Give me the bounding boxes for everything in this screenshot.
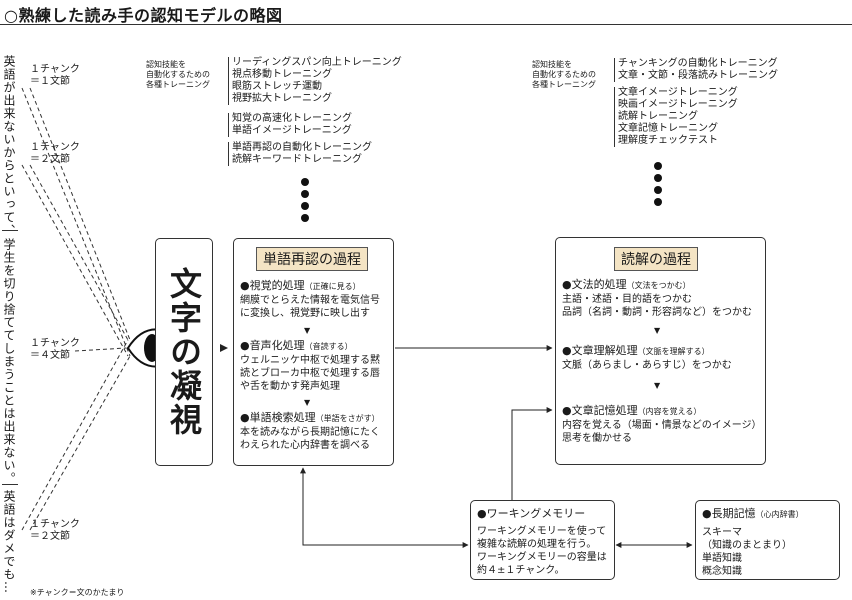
- footnote: ※チャンク＝文のかたまり: [30, 588, 125, 597]
- word-section-visual: ●視覚的処理（正確に見る） 網膜でとらえた情報を電気信号 に変換し、視覚野に映し…: [240, 279, 380, 319]
- down-triangle-icon: ▼: [304, 398, 311, 407]
- text-gaze-label: 文字の凝視: [165, 267, 203, 437]
- dash-line-6: [29, 355, 131, 531]
- reading-comprehension-box: 読解の過程 ●文法的処理（文法をつかむ） 主語・述語・目的語をつかむ 品詞（名詞…: [555, 237, 766, 465]
- chunk-note-4: １チャンク ＝２文節: [30, 519, 80, 542]
- read-section-memory: ●文章記憶処理（内容を覚える） 内容を覚える（場面・情景などのイメージ） 思考を…: [562, 404, 762, 444]
- dash-line-2: [21, 87, 131, 357]
- title-divider: [0, 24, 852, 25]
- dash-line-1: [29, 87, 131, 341]
- left-training-group-3: 単語再認の自動化トレーニング 読解キーワードトレーニング: [228, 142, 372, 166]
- down-triangle-icon: ▼: [654, 326, 661, 335]
- left-training-group-2: 知覚の高速化トレーニング 単語イメージトレーニング: [228, 113, 352, 137]
- down-triangle-icon: ▼: [304, 326, 311, 335]
- arrow-word-wm: [300, 467, 469, 548]
- working-memory-box: ●ワーキングメモリー ワーキングメモリーを使って 複雑な読解の処理を行う。 ワー…: [470, 500, 615, 580]
- down-triangle-icon: ▼: [654, 381, 661, 390]
- vertical-divider-1: [2, 230, 18, 231]
- read-section-understanding: ●文章理解処理（文脈を理解する） 文脈（あらまし・あらすじ）をつかむ: [562, 344, 732, 371]
- arrow-head-to-word-box: [220, 344, 228, 352]
- chunk-note-2: １チャンク ＝２文節: [30, 142, 80, 165]
- chunk-note-3: １チャンク ＝４文節: [30, 338, 80, 361]
- dash-line-7: [21, 339, 129, 531]
- vertical-note-2: 学生を切り捨ててしまうことは出来ない。: [2, 238, 16, 485]
- read-box-header: 読解の過程: [614, 247, 698, 271]
- vertical-note-1: 英語が出来ないからといって、: [2, 55, 16, 237]
- right-training-group-2: 文章イメージトレーニング 映画イメージトレーニング 読解トレーニング 文章記憶ト…: [614, 87, 738, 147]
- dash-line-5: [74, 347, 127, 352]
- working-memory-title: ●ワーキングメモリー: [477, 507, 586, 520]
- word-box-header: 単語再認の過程: [256, 247, 368, 271]
- word-section-vocal: ●音声化処理（音読する） ウェルニッケ中枢で処理する黙 読とブローカ中枢で処理す…: [240, 339, 380, 392]
- dash-line-3: [29, 164, 129, 341]
- left-training-group-1: リーディングスパン向上トレーニング 視点移動トレーニング 眼筋ストレッチ運動 視…: [228, 57, 402, 105]
- long-term-memory-title: ●長期記憶（心内辞書）: [702, 507, 804, 520]
- vertical-note-3: 英語はダメでも…: [2, 490, 16, 594]
- word-recognition-box: 単語再認の過程 ●視覚的処理（正確に見る） 網膜でとらえた情報を電気信号 に変換…: [233, 238, 394, 466]
- chunk-note-1: １チャンク ＝１文節: [30, 64, 80, 87]
- arrow-wm-to-read: [511, 407, 553, 500]
- right-training-label: 認知技能を 自動化するための 各種トレーニング: [532, 60, 596, 89]
- right-dots: [654, 162, 662, 206]
- text-gaze-box: 文字の凝視: [155, 238, 213, 466]
- read-section-grammar: ●文法的処理（文法をつかむ） 主語・述語・目的語をつかむ 品詞（名詞・動詞・形容…: [562, 278, 752, 318]
- vertical-divider-2: [2, 484, 18, 485]
- left-training-label: 認知技能を 自動化するための 各種トレーニング: [146, 60, 210, 89]
- right-training-group-1: チャンキングの自動化トレーニング 文章・文節・段落読みトレーニング: [614, 58, 778, 82]
- left-dots: [301, 178, 309, 222]
- page-title: ○熟練した読み手の認知モデルの略図: [4, 6, 283, 25]
- long-term-memory-box: ●長期記憶（心内辞書） スキーマ （知識のまとまり） 単語知識 概念知識: [695, 500, 840, 580]
- dash-line-4: [21, 164, 129, 357]
- word-section-search: ●単語検索処理（単語をさがす） 本を読みながら長期記憶にたく わえられた心内辞書…: [240, 411, 380, 451]
